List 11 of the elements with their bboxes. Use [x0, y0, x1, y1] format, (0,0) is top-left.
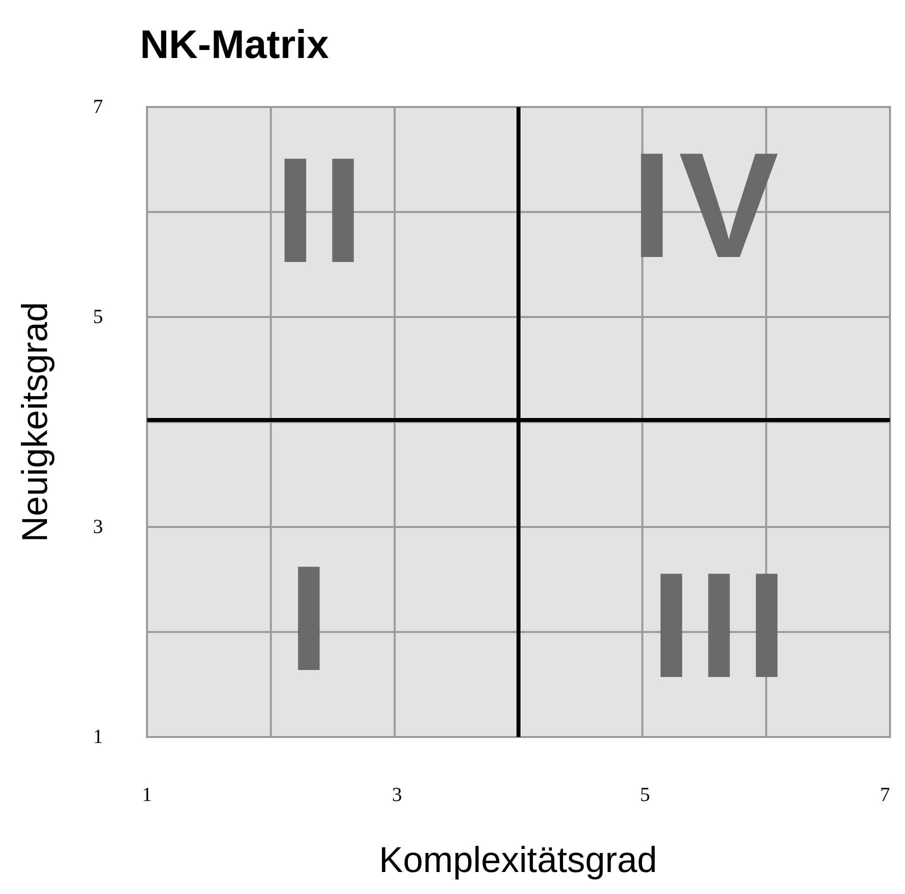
- tick-label: 5: [93, 307, 103, 327]
- tick-label: 1: [93, 727, 103, 747]
- chart-title: NK-Matrix: [140, 25, 329, 65]
- tick-label: 1: [142, 785, 152, 805]
- tick-label: 7: [880, 785, 890, 805]
- axis-title: Komplexitätsgrad: [379, 842, 658, 878]
- tick-label: 7: [93, 97, 103, 117]
- tick-label: 3: [93, 517, 103, 537]
- axis-title: Neuigkeitsgrad: [17, 302, 54, 542]
- tick-label: 5: [640, 785, 650, 805]
- tick-label: 3: [392, 785, 402, 805]
